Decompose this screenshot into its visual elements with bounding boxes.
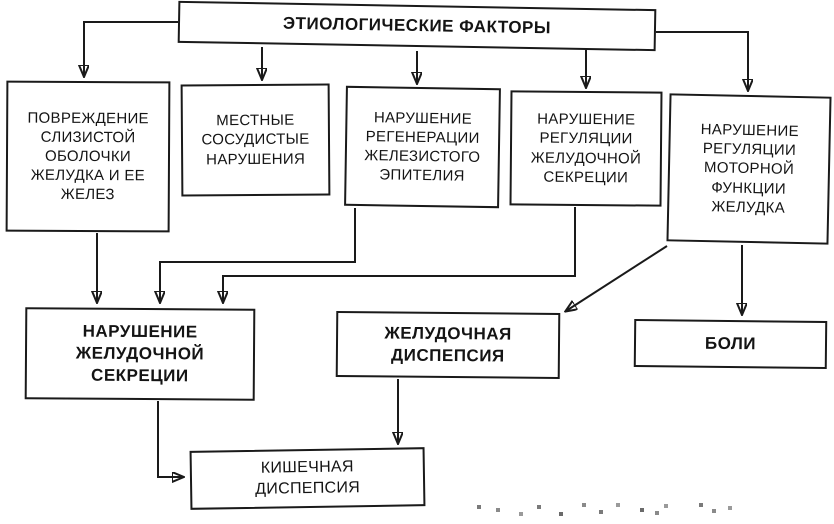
node-intestinal-dyspepsia: КИШЕЧНАЯ ДИСПЕПСИЯ [189,447,426,510]
edge-secretion-disorder-to-intestinal [157,401,183,477]
node-local-vascular-disorders: МЕСТНЫЕ СОСУДИСТЫЕ НАРУШЕНИЯ [180,83,331,197]
node-label: ПОВРЕЖДЕНИЕ СЛИЗИСТОЙ ОБОЛОЧКИ ЖЕЛУДКА И… [27,109,149,204]
node-label: НАРУШЕНИЕ РЕГЕНЕРАЦИИ ЖЕЛЕЗИСТОГО ЭПИТЕЛ… [364,108,481,185]
node-gastric-secretion-disorder: НАРУШЕНИЕ ЖЕЛУДОЧНОЙ СЕКРЕЦИИ [24,307,256,401]
node-label: МЕСТНЫЕ СОСУДИСТЫЕ НАРУШЕНИЯ [201,111,310,168]
node-label: НАРУШЕНИЕ РЕГУЛЯЦИИ ЖЕЛУДОЧНОЙ СЕКРЕЦИИ [530,110,642,187]
edge-secretion-regulation-to-secretion-disorder [223,207,576,302]
node-label: ЭТИОЛОГИЧЕСКИЕ ФАКТОРЫ [282,13,552,38]
node-secretion-regulation-disorder: НАРУШЕНИЕ РЕГУЛЯЦИИ ЖЕЛУДОЧНОЙ СЕКРЕЦИИ [509,90,663,207]
node-motor-regulation-disorder: НАРУШЕНИЕ РЕГУЛЯЦИИ МОТОРНОЙ ФУНКЦИИ ЖЕЛ… [666,93,832,245]
node-label: НАРУШЕНИЕ РЕГУЛЯЦИИ МОТОРНОЙ ФУНКЦИИ ЖЕЛ… [700,121,800,217]
node-label: КИШЕЧНАЯ ДИСПЕПСИЯ [255,458,361,498]
node-epithelium-regeneration-disorder: НАРУШЕНИЕ РЕГЕНЕРАЦИИ ЖЕЛЕЗИСТОГО ЭПИТЕЛ… [344,85,501,209]
edge-factors-to-motor [655,31,748,90]
edge-factors-to-mucosa [84,21,180,76]
node-label: ЖЕЛУДОЧНАЯ ДИСПЕПСИЯ [384,323,512,366]
node-label: НАРУШЕНИЕ ЖЕЛУДОЧНОЙ СЕКРЕЦИИ [75,321,205,386]
node-label: БОЛИ [704,333,757,354]
node-etiological-factors: ЭТИОЛОГИЧЕСКИЕ ФАКТОРЫ [177,0,657,52]
node-pain: БОЛИ [633,318,828,370]
node-gastric-dyspepsia: ЖЕЛУДОЧНАЯ ДИСПЕПСИЯ [335,311,561,379]
edge-regeneration-to-secretion-disorder [160,208,356,302]
edge-motor-to-gastric-dyspepsia [566,245,668,311]
node-mucosa-damage: ПОВРЕЖДЕНИЕ СЛИЗИСТОЙ ОБОЛОЧКИ ЖЕЛУДКА И… [5,80,171,233]
